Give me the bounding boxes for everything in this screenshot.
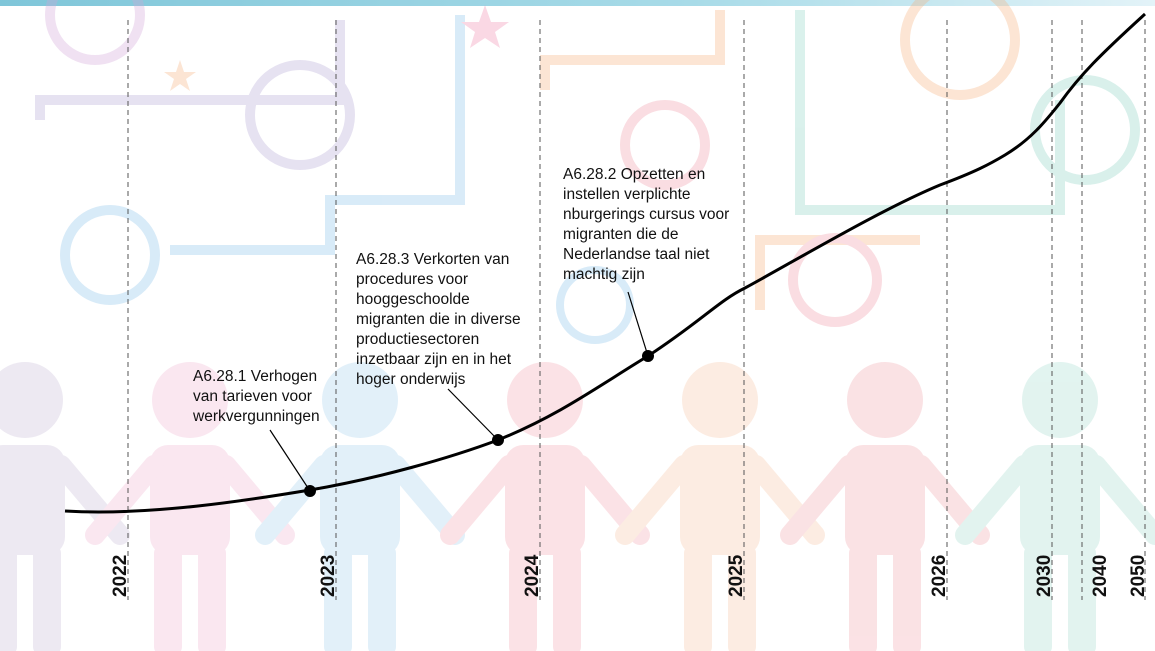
year-label-2022: 2022 — [110, 554, 131, 597]
leader-line-A6.28.2 — [627, 291, 649, 357]
bird-icon — [620, 100, 710, 190]
mail-icon — [45, 0, 145, 65]
milestone-leader-lines — [269, 291, 654, 497]
year-label-2023: 2023 — [318, 554, 339, 597]
year-gridlines — [127, 20, 1146, 600]
network-line — [35, 20, 345, 120]
person-silhouette — [0, 362, 130, 651]
star-icon — [164, 60, 196, 91]
thumbs-up-icon — [60, 205, 160, 305]
milestone-dot-A6.28.3 — [492, 434, 504, 446]
download-icon — [788, 233, 882, 327]
photo-icon — [1030, 75, 1140, 185]
milestone-a6-28-3-text: A6.28.3 Verkorten van procedures voor ho… — [356, 251, 521, 388]
top-band — [0, 0, 1155, 6]
year-label-2024: 2024 — [522, 554, 543, 597]
network-line — [540, 10, 725, 90]
year-label-2030: 2030 — [1034, 554, 1055, 597]
leader-line-A6.28.1 — [269, 429, 311, 492]
year-label-2025: 2025 — [726, 554, 747, 597]
milestone-dot-A6.28.1 — [304, 485, 316, 497]
avatar-icon — [245, 60, 355, 170]
year-label-2050: 2050 — [1128, 554, 1149, 597]
year-label-2040: 2040 — [1090, 554, 1111, 597]
person-silhouette — [255, 362, 465, 651]
milestone-a6-28-1-text: A6.28.1 Verhogen van tarieven voor werkv… — [193, 368, 320, 425]
year-label-2026: 2026 — [929, 554, 950, 597]
person-silhouette — [955, 362, 1155, 651]
star-icon — [461, 5, 509, 48]
avatar-icon — [556, 266, 634, 344]
person-silhouette — [615, 362, 825, 651]
phone-icon — [900, 0, 1020, 100]
milestone-a6-28-2-text: A6.28.2 Opzetten en instellen verplichte… — [563, 166, 730, 283]
network-line — [170, 15, 465, 255]
network-line — [795, 10, 1065, 215]
milestone-dot-A6.28.2 — [642, 350, 654, 362]
leader-line-A6.28.3 — [447, 388, 499, 441]
person-silhouette — [440, 362, 650, 651]
person-silhouette — [780, 362, 990, 651]
network-line — [755, 235, 920, 310]
